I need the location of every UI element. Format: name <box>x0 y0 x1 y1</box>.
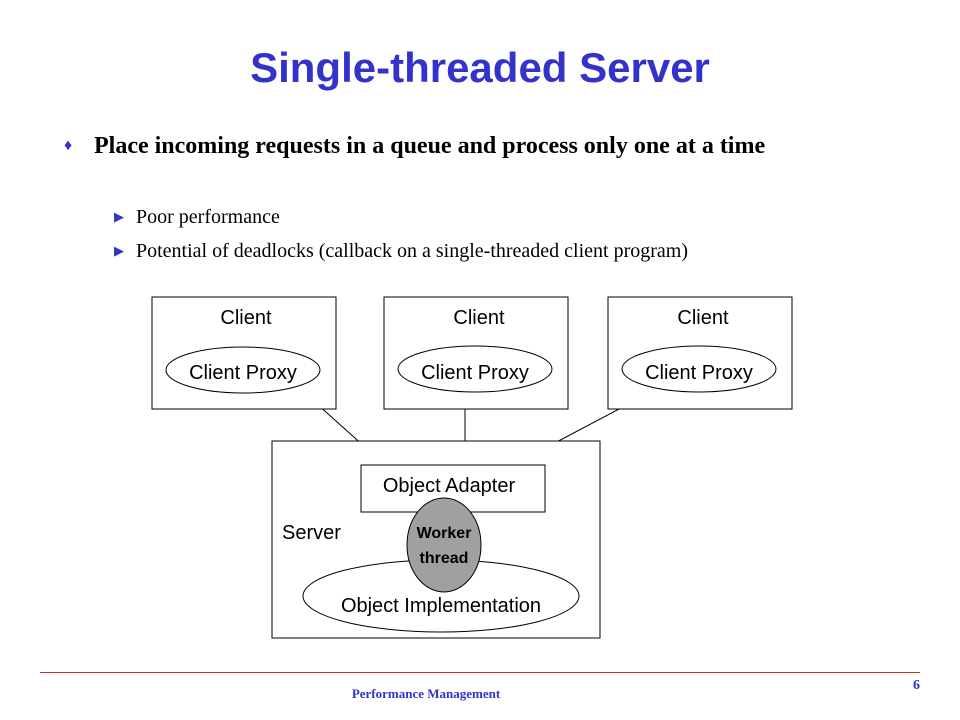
client-proxy-ellipse <box>165 346 321 394</box>
client-label: Client <box>453 307 505 329</box>
client-proxy-label: Client Proxy <box>189 362 297 384</box>
slide-title: Single-threaded Server <box>250 44 710 91</box>
bullet-sub-1-text: Poor performance <box>136 206 280 228</box>
client-proxy-ellipse <box>621 345 777 393</box>
client-label: Client <box>677 307 729 329</box>
bullet-sub-2-text: Potential of deadlocks (callback on a si… <box>136 240 689 262</box>
worker-thread-label-line1: Worker <box>417 525 472 542</box>
worker-thread-ellipse <box>406 497 482 593</box>
client-proxy-label: Client Proxy <box>421 362 529 384</box>
triangle-bullet-icon: ▶ <box>114 243 124 258</box>
footer-divider <box>40 672 920 673</box>
bullet-sub-1: ▶ Poor performance <box>114 204 914 230</box>
object-implementation-label: Object Implementation <box>341 595 541 617</box>
diamond-bullet-icon: ♦ <box>64 137 73 154</box>
bullet-sub-2: ▶ Potential of deadlocks (callback on a … <box>114 238 914 264</box>
client-proxy-ellipse <box>397 345 553 393</box>
object-adapter-label: Object Adapter <box>383 475 516 497</box>
client-proxy-label: Client Proxy <box>645 362 753 384</box>
bullet-main: ♦ Place incoming requests in a queue and… <box>64 128 884 164</box>
client-label: Client <box>220 307 272 329</box>
bullet-main-text: Place incoming requests in a queue and p… <box>94 133 766 159</box>
footer-text: Performance Management <box>351 686 501 701</box>
worker-thread-label-line2: thread <box>420 550 469 567</box>
page-number: 6 <box>913 678 920 693</box>
client-box-1: Client Client Proxy <box>151 296 337 410</box>
client-box-2: Client Client Proxy <box>383 296 569 410</box>
server-label: Server <box>282 522 341 544</box>
client-box-3: Client Client Proxy <box>607 296 793 410</box>
triangle-bullet-icon: ▶ <box>114 209 124 224</box>
